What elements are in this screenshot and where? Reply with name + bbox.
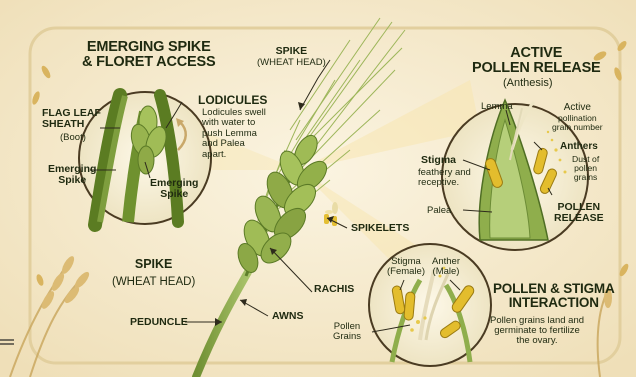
spike-top-label: SPIKE(WHEAT HEAD) <box>257 46 326 68</box>
anther-male-label: Anther(Male) <box>432 257 460 277</box>
emerging-title: EMERGING SPIKE& FLORET ACCESS <box>82 40 215 70</box>
spikelets-label: SPIKELETS <box>351 223 409 234</box>
flag-leaf-note: (Boot) <box>60 133 86 143</box>
peduncle-label: PEDUNCLE <box>130 317 188 328</box>
awns-label: AWNS <box>272 311 304 322</box>
lodicules-title: LODICULES <box>198 94 267 107</box>
stigma-label: Stigma <box>421 155 456 166</box>
spike-left-label: SPIKE(WHEAT HEAD) <box>112 256 195 290</box>
pollen-release-subtitle: (Anthesis) <box>503 78 553 90</box>
rachis-label: RACHIS <box>314 284 354 295</box>
anthers-label: Anthers <box>560 142 598 153</box>
lemma-label: Lemma <box>481 102 513 112</box>
stigma-female-label: Stigma(Female) <box>387 257 425 277</box>
palea-label: Palea <box>427 206 451 216</box>
